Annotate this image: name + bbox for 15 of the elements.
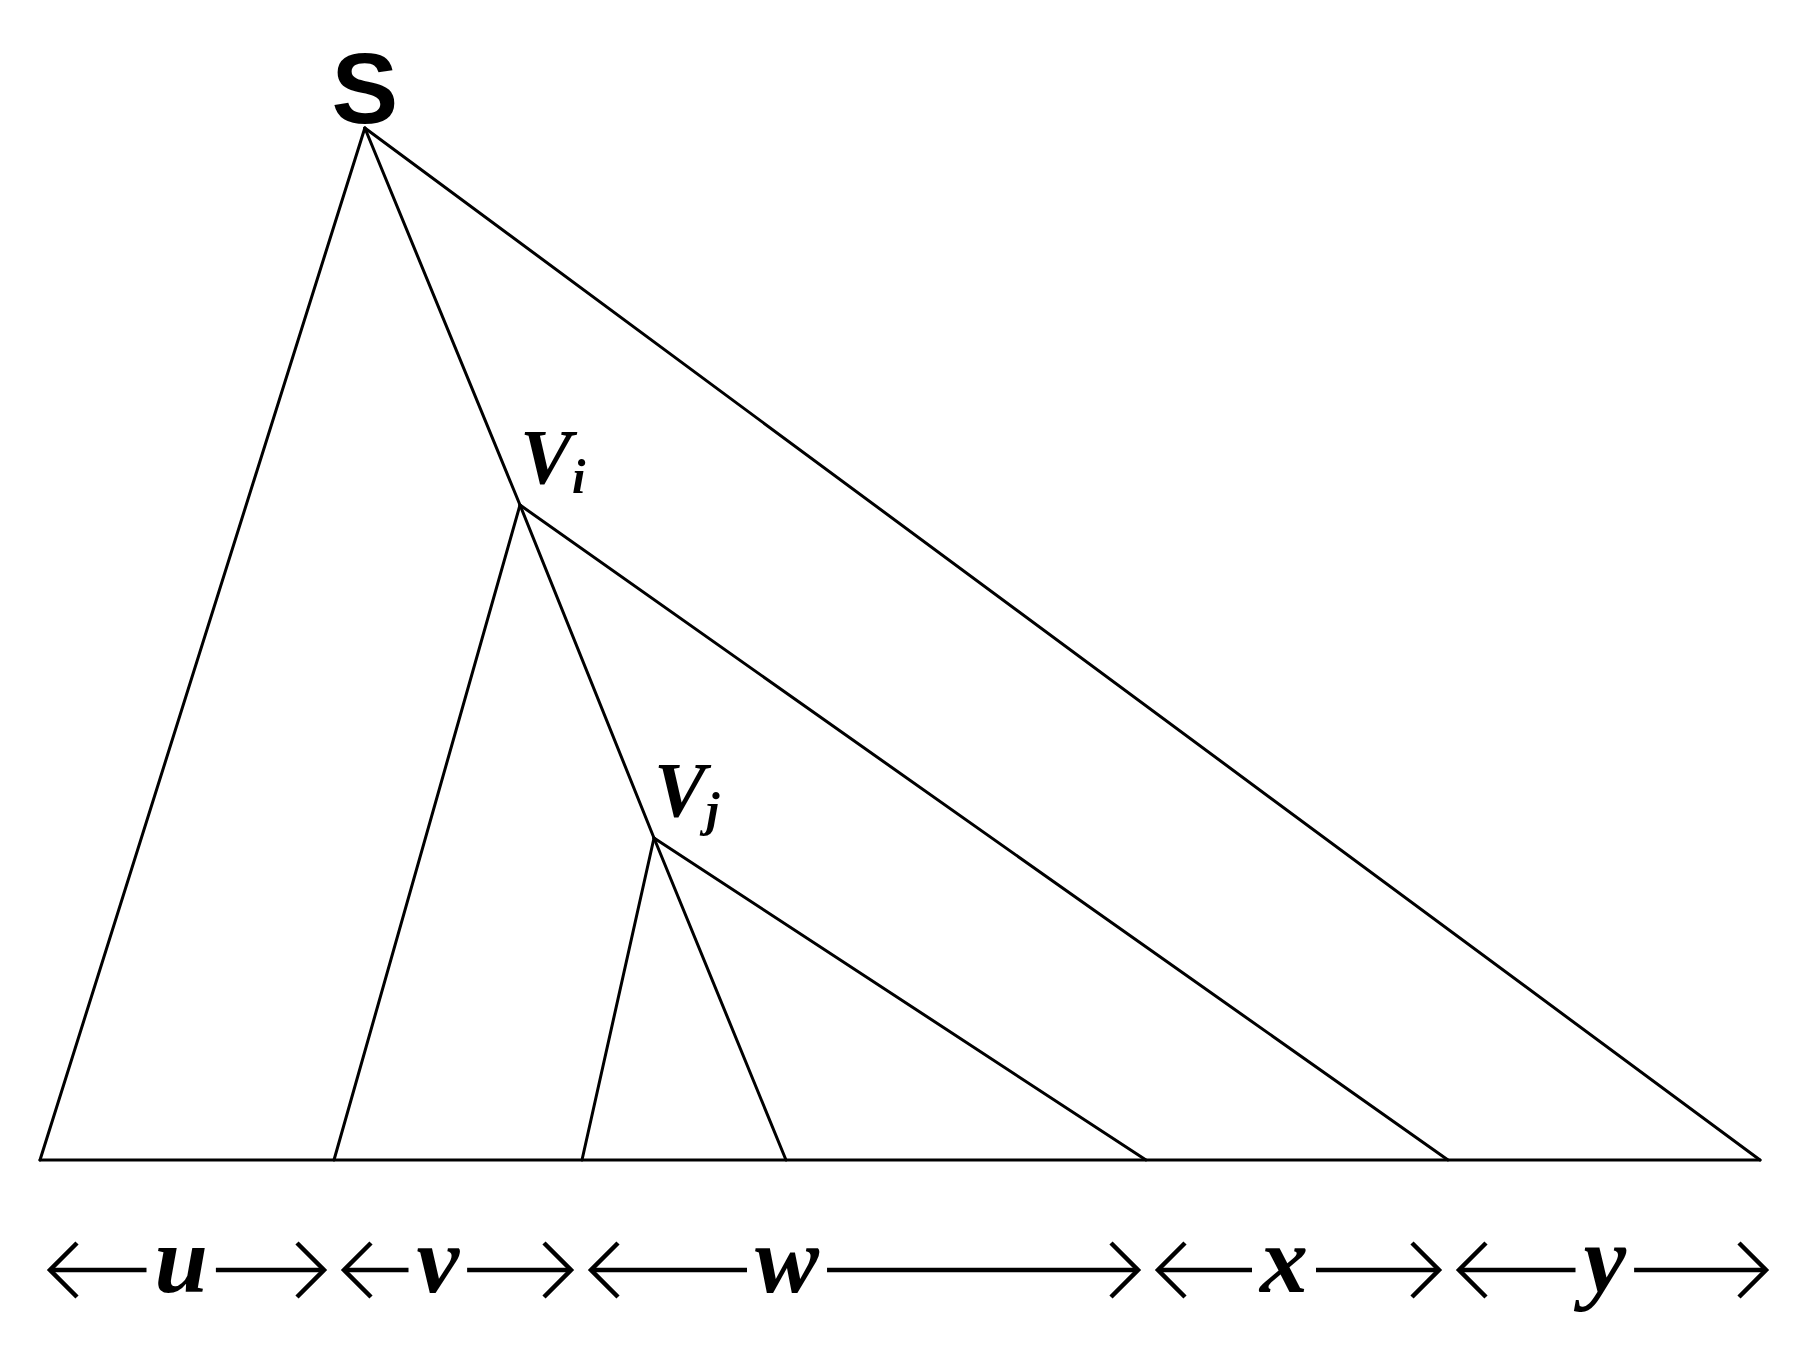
branch-line <box>652 836 788 1162</box>
segment-label: x <box>1258 1204 1309 1315</box>
tree-node-label: V$_{i}$ <box>520 418 592 506</box>
branch-line <box>580 836 656 1162</box>
segment-label: u <box>153 1204 209 1315</box>
segment-label: y <box>1571 1199 1639 1320</box>
branch-line <box>652 836 1148 1162</box>
branch-line <box>518 503 1450 1162</box>
tree-node-label: S <box>331 48 399 128</box>
branch-line <box>332 503 522 1162</box>
branch-line <box>38 126 367 1162</box>
branch-line <box>363 126 1762 1162</box>
segment-label: v <box>415 1204 461 1315</box>
segment-label: w <box>754 1204 821 1315</box>
tree-node-label: V$_{j}$ <box>654 751 726 839</box>
